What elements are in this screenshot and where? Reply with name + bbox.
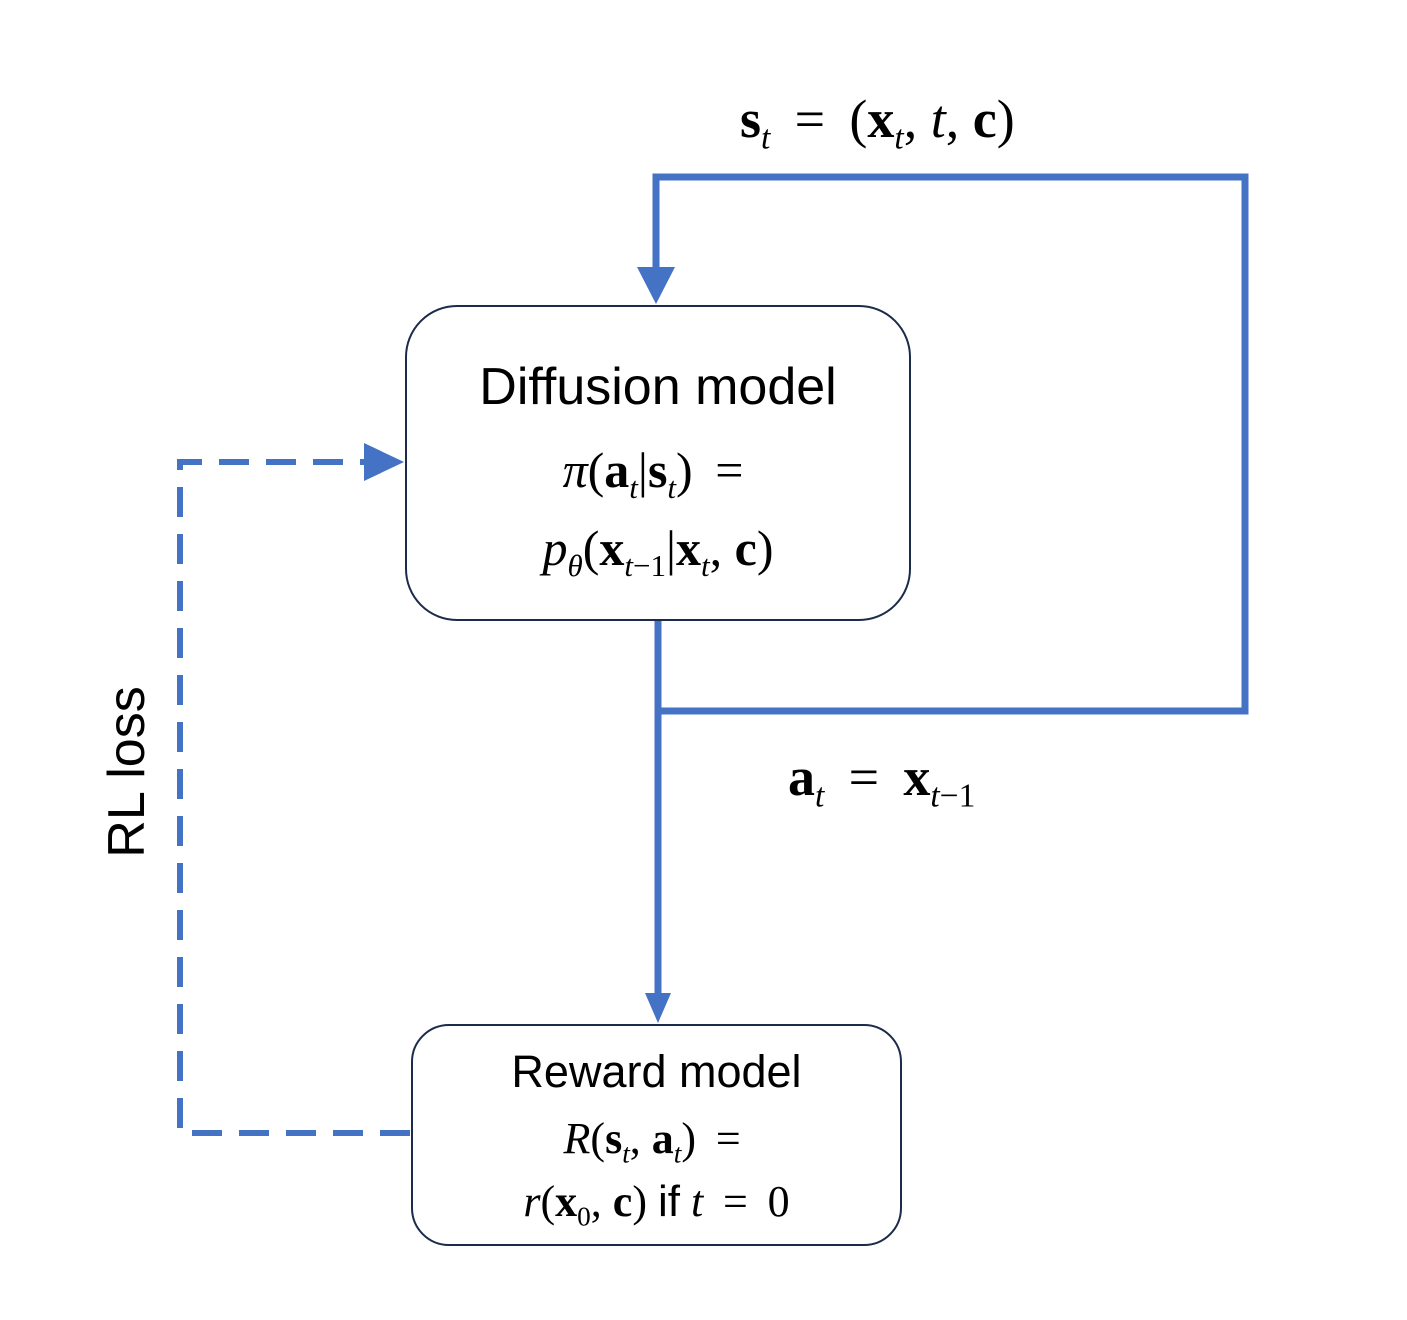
state-formula: st = (xt, t, c) [740,89,1015,157]
action-formula: at = xt−1 [788,747,976,815]
diffusion-formula-line2: pθ(xt−1|xt, c) [542,520,774,583]
reward-model-title: Reward model [511,1046,802,1097]
reward-formula-line2: r(x0, c) if t = 0 [523,1177,790,1232]
diffusion-model-title: Diffusion model [479,358,837,416]
state-arrowhead [637,267,675,304]
diffusion-policy-formula: π(at|st) = [407,441,909,505]
reward-function-formula: R(st, at) = [413,1113,900,1169]
rl-loss-arrowhead [364,443,404,481]
action-arrowhead [645,993,671,1023]
rl-loss-dashed-line [177,459,410,1136]
diffusion-transition-formula: pθ(xt−1|xt, c) [407,519,909,583]
rl-loss-label: RL loss [98,686,156,858]
action-label: at = xt−1 [788,746,976,815]
reward-terminal-formula: r(x0, c) if t = 0 [413,1176,900,1232]
diffusion-model-box: Diffusion model π(at|st) = pθ(xt−1|xt, c… [405,305,911,621]
state-loop-arrow-line [652,173,1249,715]
diffusion-formula-line1: π(at|st) = [562,442,754,505]
reward-formula-line1: R(st, at) = [563,1114,750,1169]
reward-model-box: Reward model R(st, at) = r(x0, c) if t =… [411,1024,902,1246]
state-label: st = (xt, t, c) [740,88,1015,157]
